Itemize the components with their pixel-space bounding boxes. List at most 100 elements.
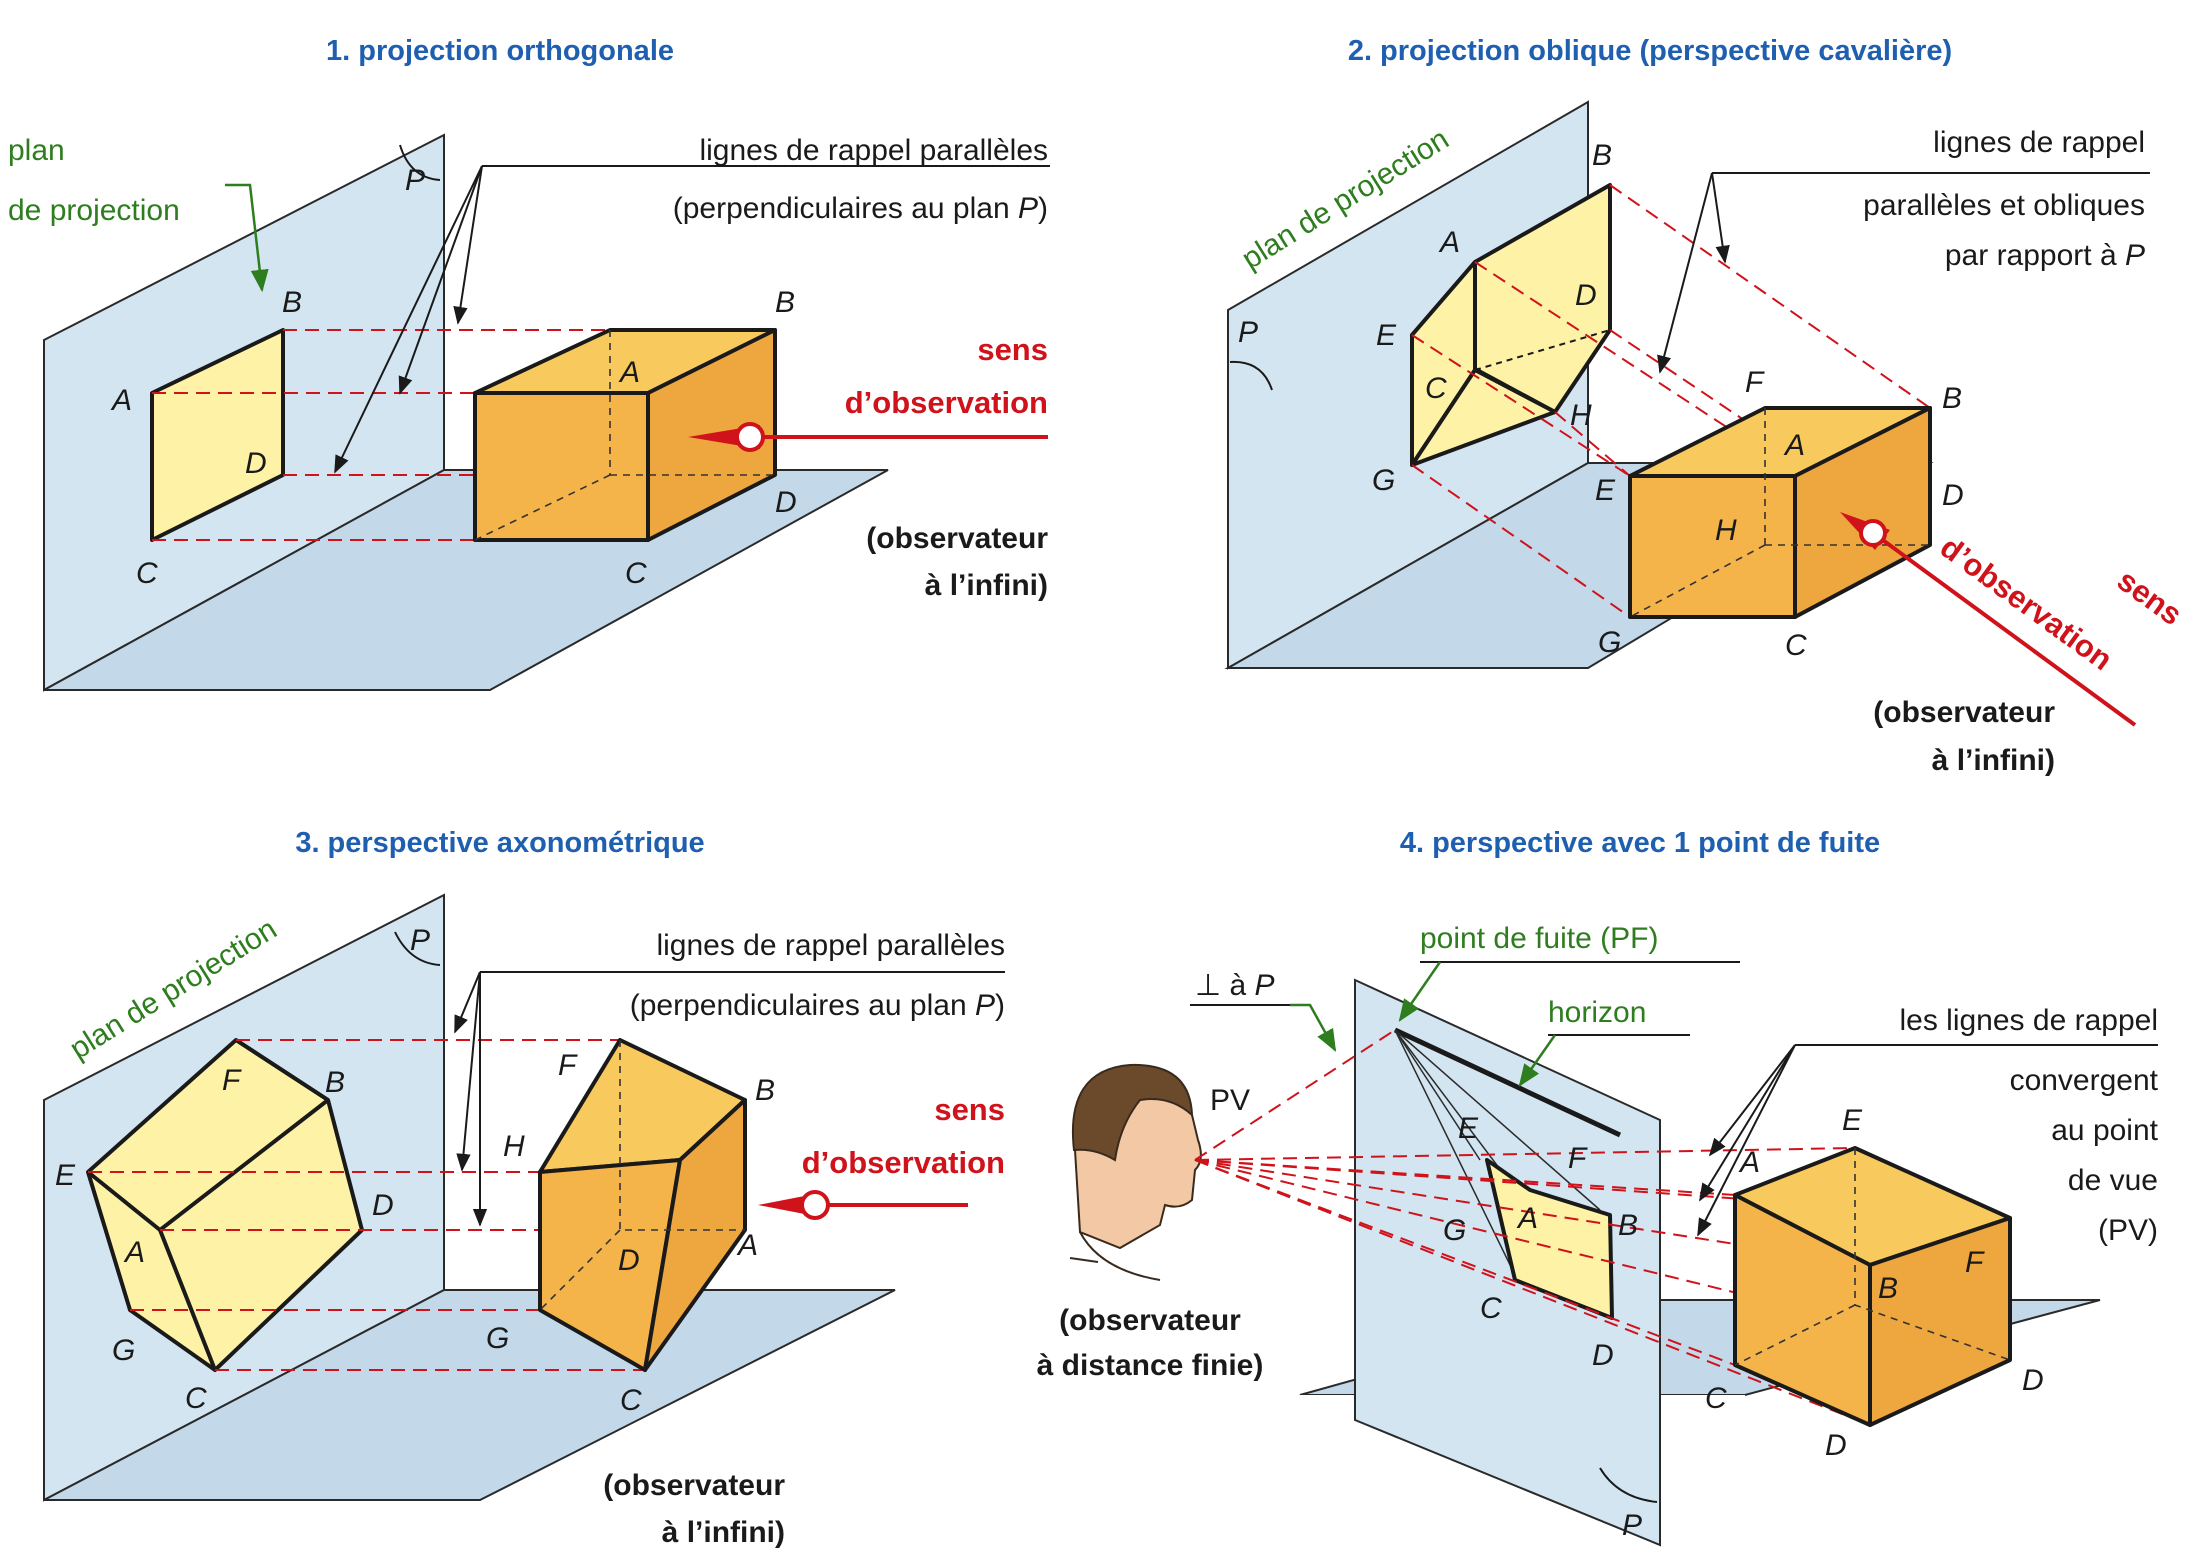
vertex-label: G [486,1322,509,1355]
observer-eye-icon [800,1190,830,1220]
rappel-text-2c: ) [995,989,1005,1022]
projection-plane-vertical [1354,978,1661,1547]
plane-letter: P [410,924,430,957]
sens-label-2: d’observation [845,385,1048,420]
vertex-label: B [1618,1209,1638,1242]
observer-label-1: (observateur [1873,696,2055,729]
leader-arrow [456,971,481,1172]
vertex-label: D [1942,479,1964,512]
panel1-title: 1. projection orthogonale [326,35,674,67]
leader-arrow [1708,1044,1796,1157]
vertex-label: C [625,557,647,590]
vertex-label: C [1425,372,1447,405]
vertex-label: H [503,1130,525,1163]
observer-label-2: à l’infini) [925,569,1048,602]
box-front-face [1628,474,1797,619]
vertex-label: C [1705,1382,1727,1415]
plan-label-2: de projection [8,194,180,227]
vertex-label: A [123,1236,145,1269]
projected-edge [234,1038,330,1102]
vertex-label: G [1372,464,1395,497]
leader-arrow [1697,1044,1796,1237]
vertex-label: G [112,1334,135,1367]
observation-arrow-line [1878,536,2137,727]
horizon-label: horizon [1548,996,1646,1029]
pf-label: point de fuite (PF) [1420,922,1658,955]
rappel-text-2: parallèles et obliques [1863,189,2145,222]
vertex-label: A [618,356,640,389]
rappel-text-2: convergent [2010,1064,2159,1097]
vertex-label: D [618,1244,640,1277]
sens-label-1: sens [977,332,1048,367]
vertex-label: A [1738,1146,1760,1179]
sens-label-2: d’observation [802,1145,1005,1180]
projection-plane-floor [43,1289,896,1501]
leader-arrow [398,165,483,395]
sens-label-1: sens [2111,562,2189,632]
vertex-label: D [2022,1364,2044,1397]
vertex-label: B [755,1074,775,1107]
vertex-label: A [1516,1202,1538,1235]
rappel-text-3a: par rapport à [1945,239,2125,272]
hidden-edge [1734,1304,1856,1366]
vertex-label: B [282,286,302,319]
rappel-text-2c: ) [1038,192,1048,225]
rappel-text-3b: P [2125,239,2145,272]
rappel-text-3: par rapport à P [1945,239,2145,272]
panel-axonometric: 3. perspective axonométrique P [43,827,1005,1549]
rappel-text-1: lignes de rappel [1933,126,2145,159]
vertex-label: C [620,1384,642,1417]
box-front-face [473,391,650,542]
projected-solid [1410,183,1612,467]
panel4-title: 4. perspective avec 1 point de fuite [1400,827,1880,859]
vertex-label: B [1878,1272,1898,1305]
vertex-label: E [1595,474,1616,507]
rappel-text-4: de vue [2068,1164,2158,1197]
rappel-text-2a: (perpendiculaires au plan [673,192,1018,225]
vertex-label: C [1480,1292,1502,1325]
vertex-label: F [1745,366,1765,399]
perp-label: ⊥ à P [1195,969,1275,1002]
one-point-box [1733,1146,2012,1427]
panel-oblique: 2. projection oblique (perspective caval… [1224,35,2189,777]
vertex-label: D [1825,1429,1847,1462]
vertex-label: A [736,1229,758,1262]
projected-edge [158,1229,217,1371]
panel2-title: 2. projection oblique (perspective caval… [1348,35,1952,67]
panel-one-point: 4. perspective avec 1 point de fuite P [1037,827,2159,1547]
vertex-label: B [1592,139,1612,172]
vertex-label: F [222,1064,242,1097]
leader-arrow [1699,1044,1796,1202]
orthogonal-box [473,328,777,542]
vertex-label: B [775,286,795,319]
vertex-label: A [1783,429,1805,462]
vertex-label: E [1842,1104,1863,1137]
plan-label-arrow [225,183,269,293]
perp-text-b: P [1255,969,1275,1002]
leader-arrow [1657,172,1713,374]
axonometric-box [538,1038,747,1372]
vertex-label: A [110,384,132,417]
rappel-text-2b: P [975,989,995,1022]
plane-letter: P [405,164,425,197]
vertex-label: F [1965,1246,1985,1279]
vanishing-line [1394,1029,1481,1161]
vertex-label: H [1715,514,1737,547]
observer-eye-icon [1859,519,1887,547]
rappel-text-3: au point [2051,1114,2158,1147]
rappel-text-2b: P [1018,192,1038,225]
panel-orthogonal: 1. projection orthogonale P plan de proj [8,35,1050,692]
panel3-title: 3. perspective axonométrique [295,827,704,859]
vertex-label: E [55,1159,76,1192]
vertex-label: B [325,1066,345,1099]
leader-arrow [1711,172,1730,264]
rappel-lines-converging [1194,1029,2011,1426]
plane-corner-arc [399,144,441,181]
rappel-text-5: (PV) [2098,1214,2158,1247]
perp-symbol: ⊥ [1195,969,1221,1002]
leader-arrow [453,165,483,325]
horizon-line [1393,1027,1622,1138]
plan-label-1: plan [8,134,65,167]
oblique-box [1628,406,1932,619]
